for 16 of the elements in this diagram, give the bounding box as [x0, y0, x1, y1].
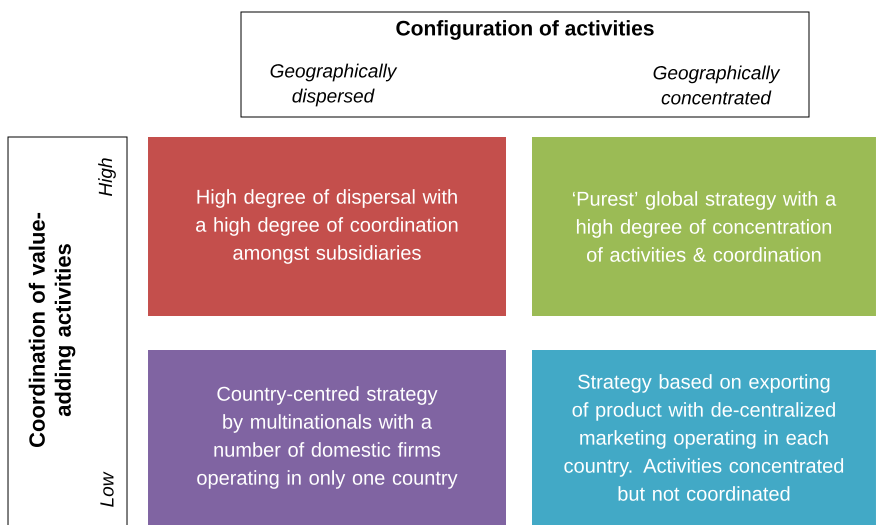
strategy-text: ‘Purest’ global strategy with a high degree of concentration of activities & coordination [572, 191, 836, 262]
axis-label-box [8, 136, 128, 525]
strategy-text: Strategy based on exporting of product with de-centralized marketing operating in each country. Activities concentrated but not coordinated [564, 374, 844, 501]
strategy-box [532, 137, 876, 316]
strategy-box [148, 137, 506, 316]
strategy-box [532, 350, 876, 525]
axis-category: Geographically dispersed [270, 64, 398, 106]
strategy-box [148, 350, 506, 525]
axis-category: Low [100, 472, 114, 507]
axis-title: Configuration of activities [396, 20, 654, 40]
axis-header-box [240, 12, 810, 118]
axis-title: Coordination of value-adding activities [28, 212, 76, 448]
axis-category: High [98, 158, 116, 196]
strategy-text: High degree of dispersal with a high degree of coordination amongst subsidiaries [196, 189, 458, 264]
strategy-text: Country-centred strategy by multinationals with a number of domestic firms operating in only one country [197, 386, 458, 489]
axis-category: Geographically concentrated [654, 66, 780, 104]
